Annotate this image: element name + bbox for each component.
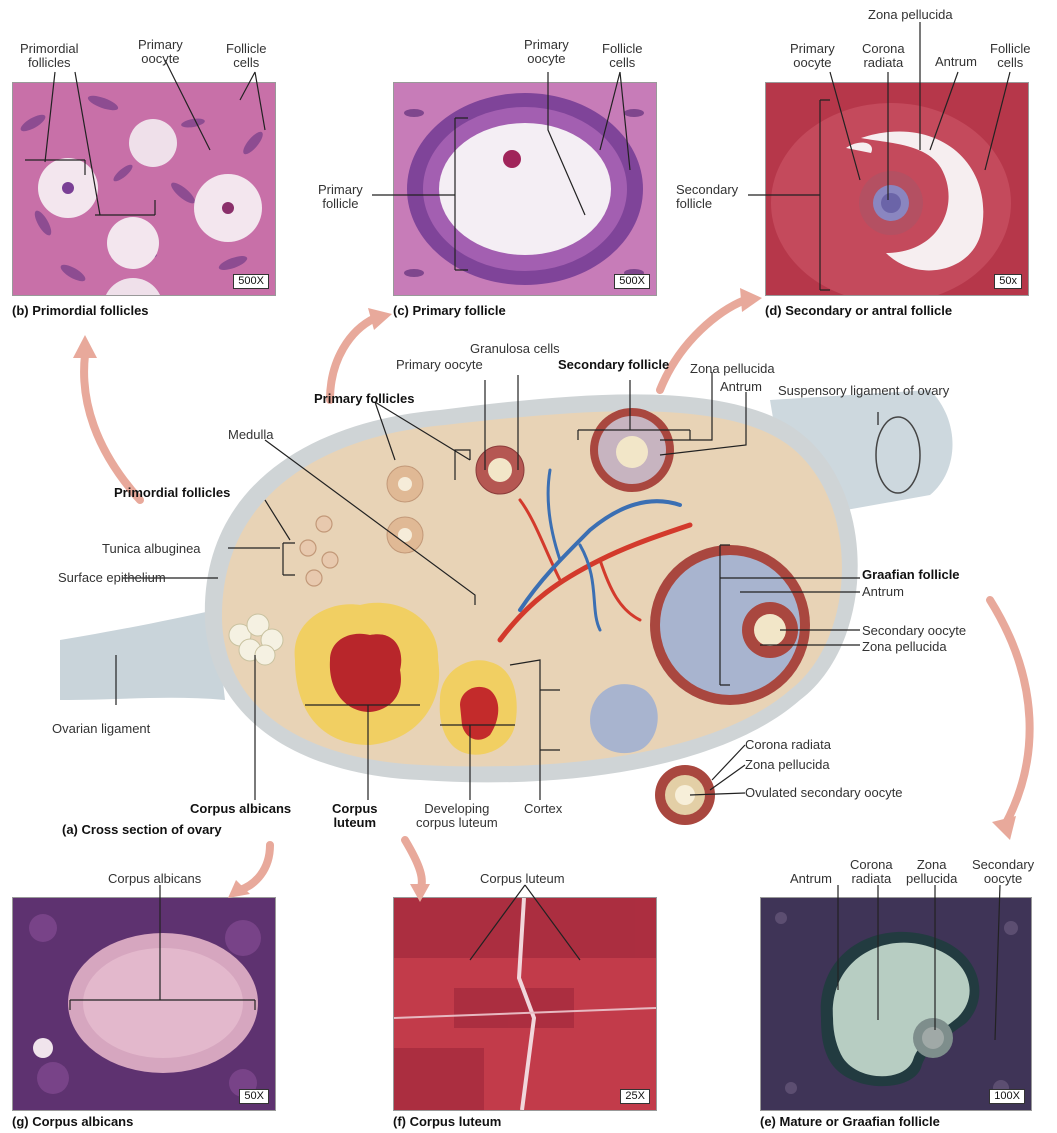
label-antrum-d: Antrum <box>935 55 977 69</box>
label-zona-pellucida-d: Zona pellucida <box>868 8 953 22</box>
label-corpus-luteum-f: Corpus luteum <box>480 872 565 886</box>
label-primordial-follicles: Primordial follicles <box>114 486 230 500</box>
label-primordial-follicles-b: Primordial follicles <box>20 42 79 70</box>
label-graafian-antrum: Antrum <box>862 585 904 599</box>
label-primary-follicle-c: Primary follicle <box>318 183 363 211</box>
caption-primary-follicle: (c) Primary follicle <box>393 303 506 318</box>
label-corpus-albicans: Corpus albicans <box>190 802 291 816</box>
label-corona-radiata-e: Corona radiata <box>850 858 893 886</box>
label-corona-radiata: Corona radiata <box>745 738 831 752</box>
label-developing-corpus-luteum: Developing corpus luteum <box>416 802 498 830</box>
label-graafian-follicle: Graafian follicle <box>862 568 960 582</box>
label-primary-oocyte-c: Primary oocyte <box>524 38 569 66</box>
caption-corpus-luteum: (f) Corpus luteum <box>393 1114 501 1129</box>
label-zona-pellucida-e: Zona pellucida <box>906 858 957 886</box>
label-granulosa-cells: Granulosa cells <box>470 342 560 356</box>
caption-primordial-follicles: (b) Primordial follicles <box>12 303 149 318</box>
label-antrum-e: Antrum <box>790 872 832 886</box>
label-follicle-cells-c: Follicle cells <box>602 42 642 70</box>
label-corona-radiata-d: Corona radiata <box>862 42 905 70</box>
label-ovarian-ligament: Ovarian ligament <box>52 722 150 736</box>
label-secondary-follicle-d: Secondary follicle <box>676 183 738 211</box>
caption-corpus-albicans: (g) Corpus albicans <box>12 1114 133 1129</box>
label-medulla: Medulla <box>228 428 274 442</box>
label-ovulated-zona: Zona pellucida <box>745 758 830 772</box>
label-primary-follicles: Primary follicles <box>314 392 414 406</box>
label-graafian-zona: Zona pellucida <box>862 640 947 654</box>
caption-graafian-follicle: (e) Mature or Graafian follicle <box>760 1114 940 1129</box>
caption-secondary-follicle: (d) Secondary or antral follicle <box>765 303 952 318</box>
label-ovulated-secondary-oocyte: Ovulated secondary oocyte <box>745 786 903 800</box>
label-zona-pellucida: Zona pellucida <box>690 362 775 376</box>
label-follicle-cells-d: Follicle cells <box>990 42 1030 70</box>
caption-cross-section-ovary: (a) Cross section of ovary <box>62 822 222 837</box>
label-cortex: Cortex <box>524 802 562 816</box>
label-secondary-oocyte: Secondary oocyte <box>862 624 966 638</box>
label-primary-oocyte: Primary oocyte <box>396 358 483 372</box>
label-suspensory-ligament: Suspensory ligament of ovary <box>778 384 949 398</box>
label-corpus-luteum: Corpus luteum <box>332 802 378 830</box>
label-primary-oocyte-d: Primary oocyte <box>790 42 835 70</box>
label-follicle-cells-b: Follicle cells <box>226 42 266 70</box>
label-antrum: Antrum <box>720 380 762 394</box>
label-surface-epithelium: Surface epithelium <box>58 571 166 585</box>
label-tunica-albuginea: Tunica albuginea <box>102 542 201 556</box>
label-secondary-oocyte-e: Secondary oocyte <box>972 858 1034 886</box>
ovarian-ligament-shape <box>60 610 225 700</box>
label-secondary-follicle: Secondary follicle <box>558 358 669 372</box>
label-primary-oocyte-b: Primary oocyte <box>138 38 183 66</box>
label-corpus-albicans-g: Corpus albicans <box>108 872 201 886</box>
